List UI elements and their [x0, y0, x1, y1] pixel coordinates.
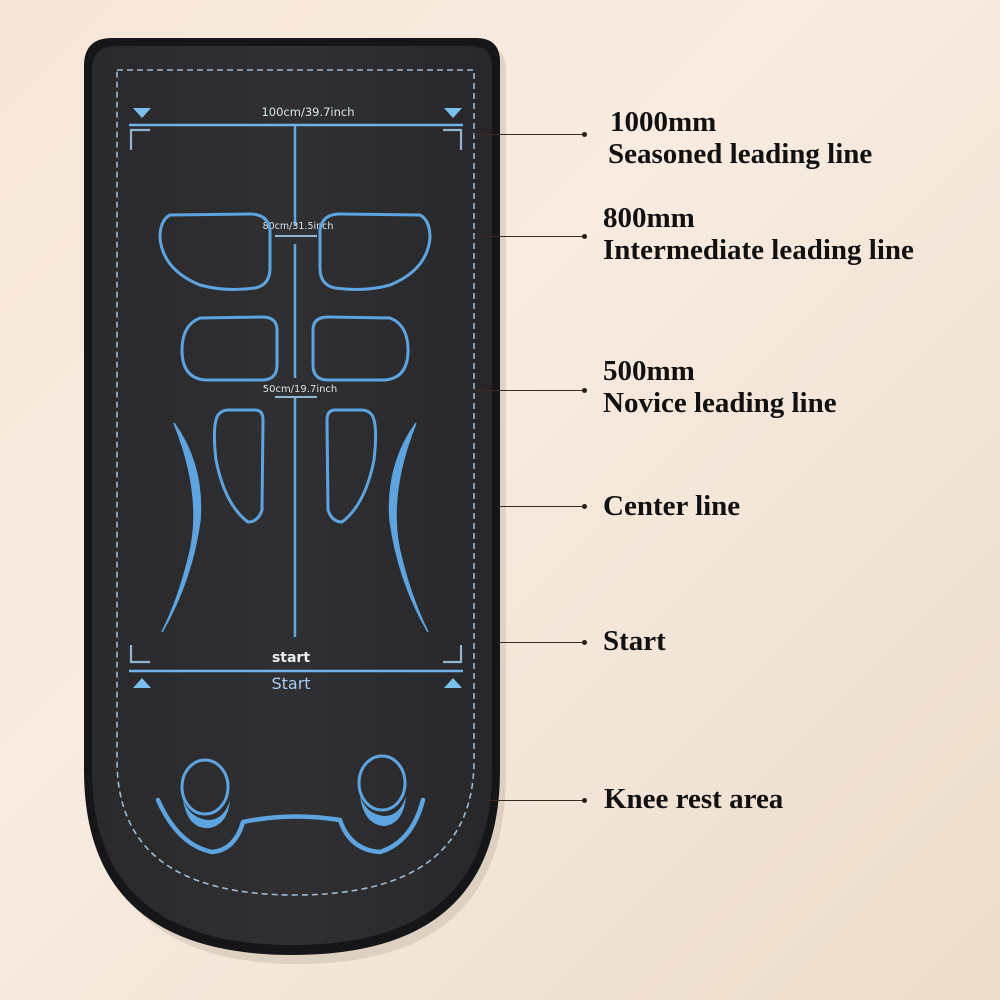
- knee-rest-area: [155, 754, 426, 855]
- leader-line: [474, 134, 584, 135]
- leader-dot-icon: [582, 132, 587, 137]
- start-label-bold: start: [272, 650, 310, 666]
- right-knee-fill: [360, 796, 406, 826]
- right-knee-circle: [357, 754, 407, 812]
- start-right-bracket: [443, 645, 463, 664]
- start-left-marker-icon: [133, 678, 151, 688]
- callout-intermediate-value: 800mm: [603, 202, 695, 234]
- callout-knee-label: Knee rest area: [604, 783, 784, 815]
- top-left-bracket: [129, 128, 150, 150]
- leader-dot-icon: [582, 504, 587, 509]
- start-label-light: Start: [271, 674, 310, 693]
- mat-surface: [92, 46, 492, 945]
- leader-dot-icon: [582, 388, 587, 393]
- leader-line: [500, 642, 584, 643]
- leader-line: [474, 236, 584, 237]
- leader-dot-icon: [582, 798, 587, 803]
- left-hand-pad-outer: [158, 212, 272, 291]
- left-knee-circle: [180, 758, 230, 816]
- left-forearm-pad: [212, 408, 265, 524]
- left-waist-guide: [161, 422, 202, 633]
- callout-start-label: Start: [603, 625, 666, 657]
- right-elbow-pad: [311, 315, 410, 382]
- low-measure-label: 50cm/19.7inch: [263, 384, 338, 395]
- top-right-marker-icon: [444, 108, 462, 118]
- mid-measure-label: 80cm/31.5inch: [263, 221, 334, 232]
- start-right-marker-icon: [444, 678, 462, 688]
- callout-novice-label: Novice leading line: [603, 387, 837, 419]
- left-knee-fill: [183, 800, 230, 829]
- callout-center-label: Center line: [603, 490, 741, 522]
- leader-line: [488, 800, 584, 801]
- top-measure-label: 100cm/39.7inch: [261, 105, 354, 119]
- top-right-bracket: [443, 128, 463, 150]
- callout-intermediate-label: Intermediate leading line: [603, 234, 914, 266]
- left-elbow-pad: [180, 315, 279, 382]
- start-left-bracket: [129, 645, 150, 664]
- right-forearm-pad: [325, 408, 378, 524]
- top-left-marker-icon: [133, 108, 151, 118]
- leader-dot-icon: [582, 640, 587, 645]
- leader-line: [500, 506, 584, 507]
- callout-seasoned-value: 1000mm: [610, 106, 717, 138]
- leader-dot-icon: [582, 234, 587, 239]
- leader-line: [474, 390, 584, 391]
- right-hand-pad-outer: [318, 212, 432, 291]
- callout-seasoned-label: Seasoned leading line: [608, 138, 873, 170]
- right-waist-guide: [388, 422, 429, 633]
- stitch-border: [116, 69, 475, 896]
- callout-novice-value: 500mm: [603, 355, 695, 387]
- knee-rest-outline: [155, 797, 426, 855]
